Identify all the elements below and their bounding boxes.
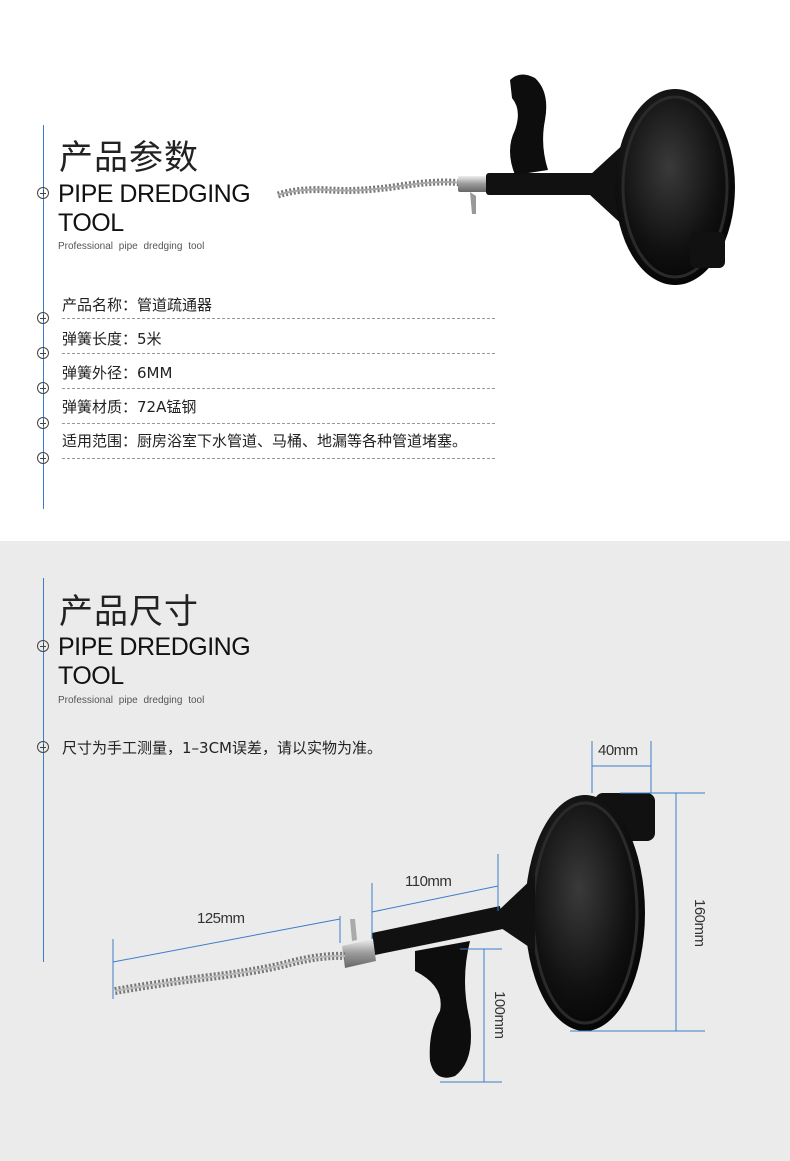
title-en-line1: PIPE DREDGING (58, 633, 251, 661)
spec-usage-scope: 适用范围：厨房浴室下水管道、马桶、地漏等各种管道堵塞。 (62, 432, 468, 450)
divider (62, 318, 495, 319)
spec-spring-diameter: 弹簧外径：6MM (62, 364, 173, 382)
section-subtitle: Professional pipe dredging tool (58, 695, 205, 706)
plus-circle-icon (37, 417, 49, 429)
section-title-en: PIPE DREDGING TOOL (58, 633, 251, 691)
product-dimensions-section: 产品尺寸 PIPE DREDGING TOOL Professional pip… (0, 541, 790, 1161)
dimension-label-100mm: 100mm (491, 991, 508, 1039)
product-params-section: 产品参数 PIPE DREDGING TOOL Professional pip… (0, 0, 790, 541)
plus-circle-icon (37, 347, 49, 359)
plus-circle-icon (37, 382, 49, 394)
dimension-label-125mm: 125mm (197, 910, 245, 927)
plus-circle-icon (37, 452, 49, 464)
dimension-label-110mm: 110mm (405, 873, 452, 890)
spec-product-name: 产品名称：管道疏通器 (62, 296, 213, 314)
measurement-note: 尺寸为手工测量，1–3CM误差，请以实物为准。 (62, 739, 383, 757)
section-title-en: PIPE DREDGING TOOL (58, 180, 251, 238)
product-dimension-diagram (112, 741, 705, 1083)
product-image (276, 74, 735, 285)
title-en-line2: TOOL (58, 209, 124, 237)
title-en-line1: PIPE DREDGING (58, 180, 251, 208)
spec-spring-length: 弹簧长度：5米 (62, 330, 162, 348)
plus-circle-icon (37, 312, 49, 324)
divider (62, 458, 495, 459)
title-en-line2: TOOL (58, 662, 124, 690)
divider (62, 353, 495, 354)
plus-circle-icon (37, 741, 49, 753)
dimension-label-160mm: 160mm (691, 899, 708, 947)
plus-circle-icon (37, 187, 49, 199)
section-title-cn: 产品参数 (59, 138, 199, 178)
section-subtitle: Professional pipe dredging tool (58, 241, 205, 252)
plus-circle-icon (37, 640, 49, 652)
divider (62, 423, 495, 424)
spec-spring-material: 弹簧材质：72A锰钢 (62, 398, 197, 416)
dimension-lines (112, 741, 705, 1083)
dimension-label-40mm: 40mm (598, 742, 638, 759)
section-title-cn: 产品尺寸 (59, 592, 199, 632)
divider (62, 388, 495, 389)
accent-vertical-line (43, 578, 44, 962)
